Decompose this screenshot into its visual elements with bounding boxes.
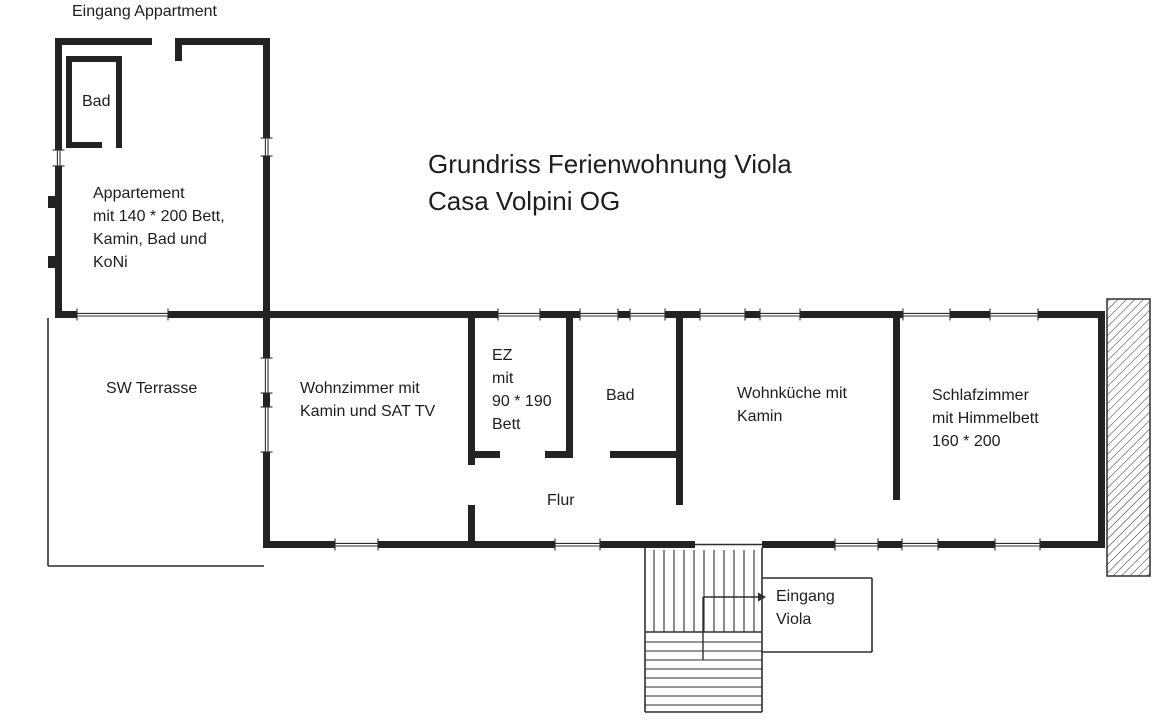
- plan-title-line1: Grundriss Ferienwohnung Viola: [428, 149, 792, 179]
- label-bad: Bad: [606, 387, 635, 404]
- windows-and-treads: [52, 137, 1041, 706]
- label-flur: Flur: [547, 492, 575, 509]
- label-appartement: Appartement mit 140 * 200 Bett, Kamin, B…: [93, 185, 225, 271]
- label-wohnkueche: Wohnküche mit Kamin: [737, 385, 847, 425]
- label-eingang-appartment: Eingang Appartment: [72, 3, 217, 20]
- terrace-outline: [47, 318, 264, 567]
- label-eingang-viola: Eingang Viola: [776, 588, 835, 628]
- label-schlafzimmer: Schlafzimmer mit Himmelbett 160 * 200: [932, 387, 1039, 450]
- label-wohnzimmer: Wohnzimmer mit Kamin und SAT TV: [300, 380, 436, 420]
- side-staircase-hatch: [1106, 298, 1151, 577]
- plan-title-line2: Casa Volpini OG: [428, 186, 621, 216]
- label-sw-terrasse: SW Terrasse: [106, 380, 198, 397]
- direction-arrow: [702, 592, 766, 660]
- apartment-walls: [48, 38, 270, 318]
- label-ez: EZ mit 90 * 190 Bett: [492, 347, 552, 433]
- main-wing-walls: [55, 311, 1105, 548]
- entrance-staircase: [644, 543, 873, 713]
- plan-title: Grundriss Ferienwohnung Viola Casa Volpi…: [428, 146, 792, 220]
- label-bad-appartement: Bad: [82, 93, 111, 110]
